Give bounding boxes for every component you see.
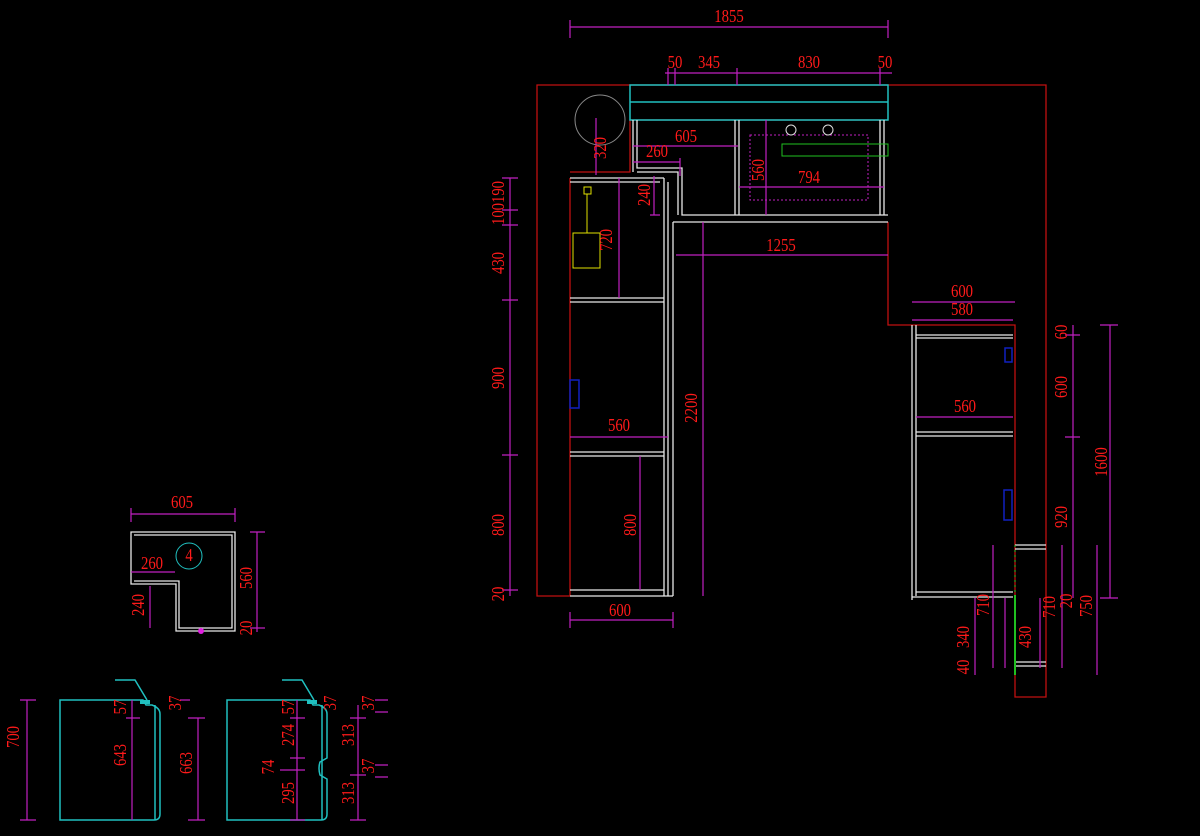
cabinet-tag-circle <box>175 542 203 570</box>
dimension-label: 57 <box>278 700 299 715</box>
dimension-label: 40 <box>953 660 974 675</box>
dimension-label: 37 <box>165 696 186 711</box>
dimension-label: 710 <box>1039 596 1060 618</box>
dimension-label: 600 <box>951 281 973 302</box>
dimension-label: 900 <box>488 367 509 389</box>
elevation-dimension-lines <box>20 699 388 821</box>
dimension-label: 260 <box>141 553 163 574</box>
dimension-label: 750 <box>1076 595 1097 617</box>
dimension-label: 720 <box>596 229 617 251</box>
dimension-label: 605 <box>675 126 697 147</box>
dimension-label: 60 <box>1051 325 1072 340</box>
dimension-label: 920 <box>1051 506 1072 528</box>
dimension-label: 830 <box>798 52 820 73</box>
appliance-symbol <box>572 186 601 269</box>
elevations <box>20 679 388 821</box>
dimension-label: 50 <box>878 52 893 73</box>
dimension-label: 313 <box>338 724 359 746</box>
dimension-label: 274 <box>278 724 299 746</box>
dimension-label: 800 <box>488 514 509 536</box>
corner-dimension-lines <box>130 508 265 632</box>
dimension-label: 57 <box>110 700 131 715</box>
dimension-label: 100 <box>488 203 509 225</box>
dimension-label: 1600 <box>1091 447 1112 476</box>
door-elevation-b <box>226 699 328 821</box>
tap-hole-2 <box>822 124 834 136</box>
dimension-label: 600 <box>1051 376 1072 398</box>
dimension-label: 2200 <box>681 393 702 422</box>
dimension-label: 430 <box>1015 626 1036 648</box>
dimension-label: 37 <box>358 759 379 774</box>
dimension-label: 1255 <box>766 235 795 256</box>
dimension-label: 643 <box>110 744 131 766</box>
handles <box>569 347 1013 521</box>
dimension-label: 794 <box>798 167 820 188</box>
pipe-circle <box>574 94 626 146</box>
dimension-label: 20 <box>1056 594 1077 609</box>
dimension-label: 560 <box>236 567 257 589</box>
dimension-label: 295 <box>278 782 299 804</box>
dimension-label: 345 <box>698 52 720 73</box>
leader-lines <box>115 679 315 701</box>
door-elevation-a <box>59 699 161 821</box>
dimension-lines <box>502 20 1118 675</box>
dimension-label: 190 <box>488 181 509 203</box>
dimension-label: 260 <box>646 141 668 162</box>
dimension-label: 800 <box>620 514 641 536</box>
cabinet-tag-label: 4 <box>185 545 192 566</box>
dimension-label: 560 <box>748 159 769 181</box>
main-plan <box>502 20 1118 698</box>
tap-hole-1 <box>785 124 797 136</box>
dimension-label: 20 <box>488 587 509 602</box>
left-cabinet-panels <box>570 177 674 597</box>
corner-cabinet-plan <box>130 508 265 634</box>
dimension-label: 313 <box>338 782 359 804</box>
dimension-label: 240 <box>128 594 149 616</box>
dimension-label: 663 <box>176 752 197 774</box>
dimension-label: 50 <box>668 52 683 73</box>
dimension-label: 560 <box>954 396 976 417</box>
dimension-label: 320 <box>590 137 611 159</box>
dimension-label: 37 <box>358 696 379 711</box>
edge-strip-b <box>307 700 317 704</box>
dimension-label: 74 <box>258 760 279 775</box>
dimension-label: 710 <box>973 594 994 616</box>
hinge-dot <box>198 628 204 634</box>
dimension-label: 340 <box>953 626 974 648</box>
dimension-label: 20 <box>236 621 257 636</box>
dimension-labels: 1855 50 345 830 50 605 260 320 240 560 794 720 1255 1… <box>3 6 1112 804</box>
corner-cabinet-outline <box>130 531 236 632</box>
right-cabinet-panels <box>911 325 1046 667</box>
dimension-label: 600 <box>609 600 631 621</box>
dimension-label: 580 <box>951 299 973 320</box>
faucet-bar <box>781 143 889 157</box>
dimension-label: 37 <box>320 696 341 711</box>
dimension-label: 430 <box>488 252 509 274</box>
dimension-label: 240 <box>634 184 655 206</box>
inner-wall <box>570 119 1016 545</box>
dimension-label: 560 <box>608 415 630 436</box>
edge-strip-a <box>140 700 150 704</box>
outer-wall <box>536 84 1047 698</box>
sink-outline <box>749 134 869 201</box>
dimension-label: 700 <box>3 726 24 748</box>
dimension-label: 1855 <box>714 6 743 27</box>
dimension-label: 605 <box>171 492 193 513</box>
